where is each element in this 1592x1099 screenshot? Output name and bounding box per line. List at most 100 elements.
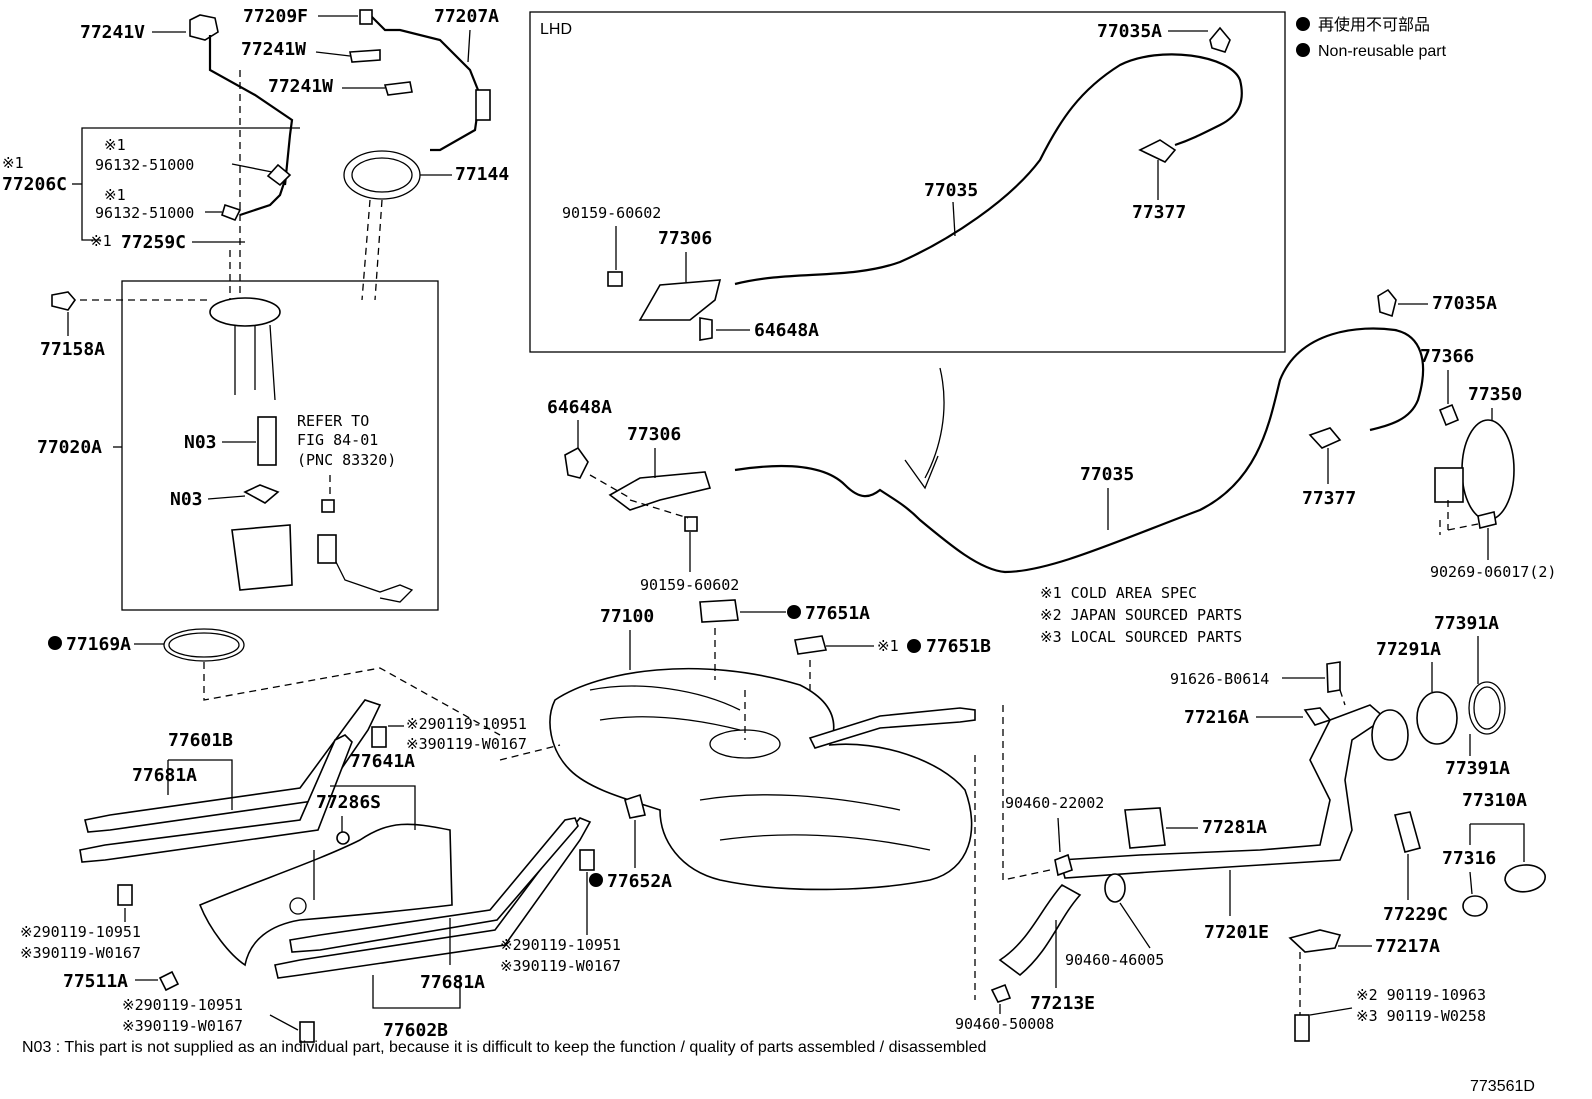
tank-ribs <box>589 685 931 851</box>
clamp-77216A <box>1303 707 1332 726</box>
fuel-cap-77310A <box>1504 864 1546 893</box>
label-77241W-2: 77241W <box>268 76 333 97</box>
label-77377: 77377 <box>1302 488 1356 509</box>
label-90119-b2: ※290119-10951 <box>20 923 141 941</box>
bracket-77217A <box>1288 929 1342 953</box>
bolt-lhd <box>607 271 623 287</box>
clip-lhd <box>699 317 713 341</box>
nonreusable-bullet-icon <box>787 605 801 619</box>
label-N03-1: N03 <box>184 432 217 453</box>
lhd-label: LHD <box>540 21 572 38</box>
nonreusable-bullet-icon <box>48 636 62 650</box>
pump-cup <box>231 524 293 591</box>
label-77286S: 77286S <box>316 792 381 813</box>
tank-strap-77602B <box>274 817 592 979</box>
nonreusable-bullet-icon <box>1296 43 1310 57</box>
pump-module-box <box>121 280 439 611</box>
bolt-90119-c <box>579 849 595 871</box>
bolt-90119-a <box>371 726 387 748</box>
fuel-lid-cable <box>734 327 1425 574</box>
label-77241W-1: 77241W <box>241 39 306 60</box>
label-77651A: 77651A <box>805 603 870 624</box>
label-77241V: 77241V <box>80 22 145 43</box>
label-77206C: 77206C <box>2 174 67 195</box>
label-64648A-lhd: 64648A <box>754 320 819 341</box>
label-77259C: 77259C <box>121 232 186 253</box>
refer-line2: FIG 84-01 <box>297 431 378 449</box>
bolt-90119-d <box>299 1021 315 1043</box>
label-90460-46005: 90460-46005 <box>1065 951 1164 969</box>
label-77391A-1: 77391A <box>1434 613 1499 634</box>
label-77651B: 77651B <box>926 636 991 657</box>
fuel-lid-77350 <box>1461 419 1515 521</box>
tank-strap-77601B <box>84 699 382 833</box>
label-90119-c2: ※290119-10951 <box>500 936 621 954</box>
gasket-77291A <box>1416 691 1458 745</box>
pad-77651A <box>699 599 739 623</box>
legend-nonreusable-en: Non-reusable part <box>1318 43 1447 60</box>
mark-96132-2: ※1 <box>104 186 126 204</box>
refer-line3: (PNC 83320) <box>297 451 396 469</box>
plug-77286S <box>336 831 350 845</box>
bolt-90159 <box>684 516 698 532</box>
hose-clip-96132-2 <box>221 203 242 222</box>
label-77350: 77350 <box>1468 384 1522 405</box>
label-77100: 77100 <box>600 606 654 627</box>
footnote: N03 : This part is not supplied as an in… <box>22 1039 986 1056</box>
label-77511A: 77511A <box>63 971 128 992</box>
gasket-77158A <box>51 291 77 311</box>
lever-77306 <box>608 471 712 511</box>
pump-filter-part <box>243 484 280 504</box>
cap-gasket-77316 <box>1462 895 1488 917</box>
bracket-77310A <box>1469 823 1525 862</box>
arrow-icon <box>924 367 945 479</box>
label-77213E: 77213E <box>1030 993 1095 1014</box>
lever-bracket-lhd <box>638 279 722 321</box>
label-77316: 77316 <box>1442 848 1496 869</box>
tank-strap-lower <box>289 817 579 953</box>
fuel-line-connector <box>189 14 219 41</box>
label-77601B: 77601B <box>168 730 233 751</box>
nonreusable-bullet-icon <box>1296 17 1310 31</box>
label-77144: 77144 <box>455 164 509 185</box>
bracket-77602B <box>372 975 461 1009</box>
clamp-90460-22002 <box>1054 853 1073 877</box>
nonreusable-bullet-icon <box>589 873 603 887</box>
clip-77241W-2 <box>383 81 413 96</box>
label-77209F: 77209F <box>243 6 308 27</box>
label-90119-d3: ※390119-W0167 <box>122 1017 243 1035</box>
label-77207A: 77207A <box>434 6 499 27</box>
bracket-77206C <box>81 127 300 241</box>
pump-rods <box>234 324 276 401</box>
refer-line1: REFER TO <box>297 412 369 430</box>
nonreusable-bullet-icon <box>907 639 921 653</box>
label-77201E: 77201E <box>1204 922 1269 943</box>
screw-90269 <box>1477 511 1497 529</box>
clamp-77209F <box>359 9 373 25</box>
label-90119-a3: ※390119-W0167 <box>406 735 527 753</box>
label-77652A: 77652A <box>607 871 672 892</box>
label-77216A: 77216A <box>1184 707 1249 728</box>
label-90119-c3: ※390119-W0167 <box>500 957 621 975</box>
label-N03-2: N03 <box>170 489 203 510</box>
label-90460-50008: 90460-50008 <box>955 1015 1054 1033</box>
clip-77241W-1 <box>349 49 381 63</box>
label-90159-lhd: 90159-60602 <box>562 204 661 222</box>
label-77035A-lhd: 77035A <box>1097 21 1162 42</box>
mark-77651B: ※1 <box>877 637 899 655</box>
clip-64648A <box>564 446 589 479</box>
bracket-77281A <box>1124 807 1166 849</box>
lid-spring-77366 <box>1438 403 1460 427</box>
clip-77229C <box>1394 811 1421 853</box>
clip-77511A <box>158 970 180 992</box>
pump-flange <box>209 297 281 327</box>
mark-77259C: ※1 <box>90 232 112 250</box>
label-77681A-1: 77681A <box>132 765 197 786</box>
label-77291A: 77291A <box>1376 639 1441 660</box>
gasket-77169A <box>163 628 245 662</box>
label-90269: 90269-06017(2) <box>1430 563 1556 581</box>
tank-strap-upper <box>79 734 353 863</box>
ring-77391A <box>1468 681 1506 735</box>
bracket-77641A <box>330 785 416 830</box>
